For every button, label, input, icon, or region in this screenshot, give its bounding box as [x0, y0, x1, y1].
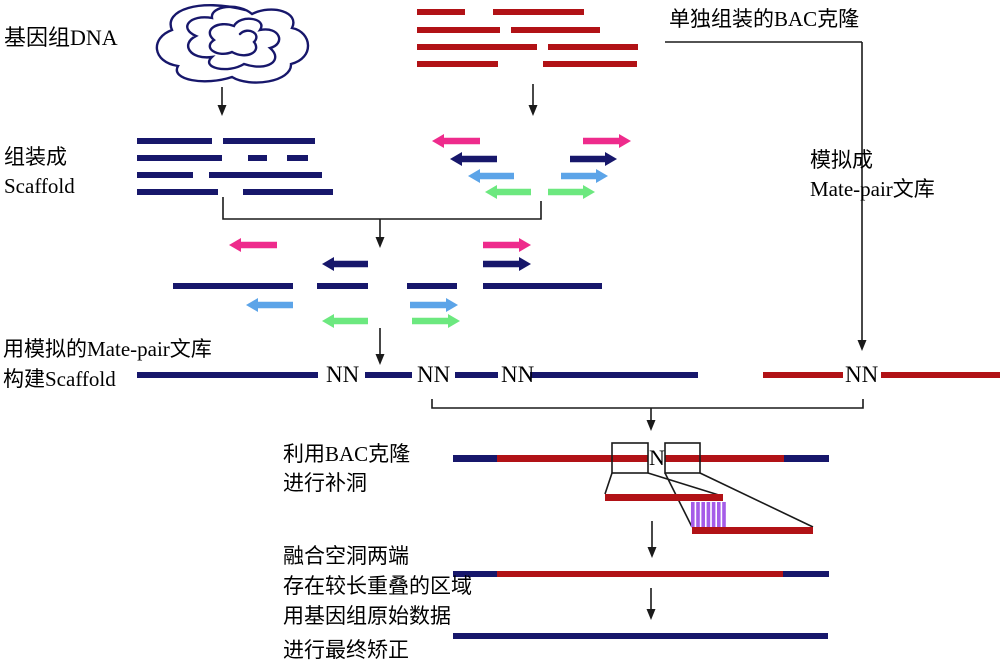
segment-3 [511, 27, 600, 33]
segment-21 [137, 372, 318, 378]
flow-arrow-3-head [375, 354, 385, 365]
gap-n-marker: N [649, 445, 665, 470]
segment-9 [223, 138, 315, 144]
segment-20 [483, 283, 602, 289]
flow-arrow-1-head [528, 105, 538, 116]
merge-bracket [222, 197, 542, 220]
aligned-read-tick-6 [722, 502, 726, 527]
segment-26 [881, 372, 1000, 378]
mate-pair-arrow-15-head [448, 314, 460, 328]
segment-19 [407, 283, 457, 289]
segment-27 [453, 455, 497, 462]
mate-pair-arrow-0-head [432, 134, 444, 148]
mate-pair-arrow-2-head [468, 169, 480, 183]
mate-pair-arrow-1-head [450, 152, 462, 166]
segment-1 [493, 9, 584, 15]
aligned-read-tick-5 [717, 502, 721, 527]
segment-34 [497, 571, 783, 577]
segment-17 [173, 283, 293, 289]
build-scaffold-label-line1: 用模拟的Mate-pair文库 [3, 337, 212, 361]
mate-pair-arrow-9-head [322, 257, 334, 271]
aligned-read-tick-0 [691, 502, 695, 527]
mate-pair-arrow-13-head [519, 257, 531, 271]
flow-arrow-7-head [646, 609, 656, 620]
aligned-read-tick-1 [696, 502, 700, 527]
segment-6 [417, 61, 498, 67]
segment-11 [248, 155, 267, 161]
segment-15 [137, 189, 218, 195]
merge-label-line2: 存在较长重叠的区域 [283, 574, 472, 598]
mate-pair-arrow-3-head [485, 185, 497, 199]
segment-31 [605, 494, 723, 501]
segment-7 [543, 61, 637, 67]
bac-fill-label-line1: 利用BAC克隆 [283, 442, 411, 466]
segment-0 [417, 9, 465, 15]
inset-diagonal-1 [604, 472, 613, 495]
segment-16 [243, 189, 333, 195]
segment-33 [453, 571, 497, 577]
segment-2 [417, 27, 500, 33]
mate-pair-arrow-10-head [246, 298, 258, 312]
genomic-dna-tangle-icon [155, 4, 310, 84]
gap-marker-3: NN [501, 362, 535, 387]
gap-marker-2: NN [417, 362, 451, 387]
gap-marker-1: NN [326, 362, 360, 387]
segment-32 [692, 527, 813, 534]
mate-pair-arrow-11-head [322, 314, 334, 328]
gapfill-bracket [431, 399, 864, 409]
bac-clones-label: 单独组装的BAC克隆 [669, 7, 860, 31]
segment-36 [453, 633, 828, 639]
flow-arrow-2-head [375, 237, 385, 248]
mate-pair-arrow-12-head [519, 238, 531, 252]
gap-box-right [664, 442, 701, 474]
segment-13 [137, 172, 193, 178]
mate-pair-arrow-14-head [446, 298, 458, 312]
segment-29 [665, 455, 784, 462]
segment-25 [763, 372, 843, 378]
segment-18 [317, 283, 368, 289]
segment-10 [137, 155, 222, 161]
final-label-line2: 进行最终矫正 [283, 638, 409, 661]
assemble-label-line2: Scaffold [4, 174, 75, 198]
inset-diagonal-2 [647, 472, 723, 497]
segment-5 [548, 44, 638, 50]
flow-arrow-6-head [647, 547, 657, 558]
aligned-read-tick-2 [701, 502, 705, 527]
simulate-label-line1: 模拟成 [810, 148, 873, 172]
mate-pair-arrow-8-head [229, 238, 241, 252]
merge-label-line1: 融合空洞两端 [283, 544, 409, 568]
final-label-line1: 用基因组原始数据 [283, 604, 451, 628]
gap-box-left [611, 442, 649, 474]
aligned-read-tick-4 [711, 502, 716, 527]
segment-12 [287, 155, 308, 161]
segment-30 [784, 455, 829, 462]
gap-marker-bac: NN [845, 362, 879, 387]
segment-8 [137, 138, 212, 144]
mate-pair-arrow-5-head [605, 152, 617, 166]
aligned-read-tick-3 [706, 502, 711, 527]
mate-pair-arrow-7-head [583, 185, 595, 199]
inset-diagonal-4 [699, 472, 814, 528]
segment-23 [455, 372, 498, 378]
build-scaffold-label-line2: 构建Scaffold [3, 367, 116, 391]
segment-4 [417, 44, 537, 50]
mate-pair-arrow-6-head [596, 169, 608, 183]
segment-24 [530, 372, 698, 378]
mate-pair-arrow-4-head [619, 134, 631, 148]
segment-28 [497, 455, 648, 462]
segment-35 [783, 571, 829, 577]
simulate-label-line2: Mate-pair文库 [810, 177, 935, 201]
genomic-dna-label: 基因组DNA [4, 25, 118, 50]
flow-arrow-4-head [857, 340, 867, 351]
flow-arrow-0-head [217, 105, 227, 116]
assemble-label-line1: 组装成 [4, 145, 67, 169]
bac-fill-label-line2: 进行补洞 [283, 471, 367, 495]
flow-arrow-5-head [646, 420, 656, 431]
segment-22 [365, 372, 412, 378]
segment-14 [209, 172, 322, 178]
